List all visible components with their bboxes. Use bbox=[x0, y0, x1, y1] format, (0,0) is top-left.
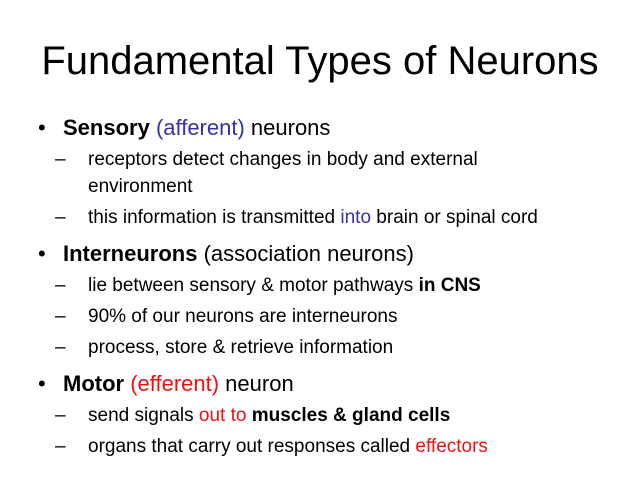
bullet-text: process, store & retrieve information bbox=[88, 334, 612, 361]
dash-icon: – bbox=[55, 306, 66, 327]
sub-bullet-effectors: – organs that carry out responses called… bbox=[55, 433, 612, 460]
text-segment: send signals bbox=[88, 405, 199, 426]
text-segment-in-cns: in CNS bbox=[418, 275, 481, 296]
text-segment: receptors detect changes in body and ext… bbox=[88, 149, 478, 197]
bullet-text: organs that carry out responses called e… bbox=[88, 433, 612, 460]
text-segment-muscles: muscles & gland cells bbox=[251, 405, 451, 426]
bullet-list: • Sensory (afferent) neurons – receptors… bbox=[0, 114, 640, 460]
sub-bullet-receptors: – receptors detect changes in body and e… bbox=[55, 146, 612, 200]
bullet-text: send signals out to muscles & gland cell… bbox=[88, 402, 612, 429]
sub-bullet-transmitted: – this information is transmitted into b… bbox=[55, 204, 612, 231]
bullet-icon: • bbox=[38, 371, 46, 396]
bullet-item-sensory: • Sensory (afferent) neurons bbox=[38, 114, 612, 142]
bullet-item-interneurons: • Interneurons (association neurons) bbox=[38, 240, 612, 268]
dash-icon: – bbox=[55, 337, 66, 358]
dash-icon: – bbox=[55, 436, 66, 457]
text-segment: Motor bbox=[63, 371, 131, 396]
dash-icon: – bbox=[55, 275, 66, 296]
text-segment: Interneurons bbox=[63, 241, 204, 266]
bullet-text: receptors detect changes in body and ext… bbox=[88, 146, 568, 200]
bullet-text: Motor (efferent) neuron bbox=[63, 370, 612, 398]
text-segment: brain or spinal cord bbox=[371, 207, 538, 228]
text-segment: Sensory bbox=[63, 115, 156, 140]
text-segment-into: into bbox=[340, 207, 372, 228]
bullet-text: lie between sensory & motor pathways in … bbox=[88, 272, 612, 299]
text-segment: (association neurons) bbox=[203, 241, 414, 266]
bullet-icon: • bbox=[38, 115, 46, 140]
bullet-text: 90% of our neurons are interneurons bbox=[88, 303, 612, 330]
bullet-item-motor: • Motor (efferent) neuron bbox=[38, 370, 612, 398]
text-segment: neurons bbox=[244, 115, 331, 140]
text-segment: this information is transmitted bbox=[88, 207, 341, 228]
text-segment-effectors: effectors bbox=[415, 436, 488, 457]
text-segment: lie between sensory & motor pathways bbox=[88, 275, 419, 296]
sub-bullet-ninety-percent: – 90% of our neurons are interneurons bbox=[55, 303, 612, 330]
text-segment: organs that carry out responses called bbox=[88, 436, 416, 457]
sub-bullet-process-store: – process, store & retrieve information bbox=[55, 334, 612, 361]
bullet-text: Interneurons (association neurons) bbox=[63, 240, 612, 268]
text-segment: process, store & retrieve information bbox=[88, 337, 394, 358]
text-segment: neuron bbox=[219, 371, 294, 396]
text-segment-efferent: (efferent) bbox=[130, 371, 220, 396]
bullet-text: this information is transmitted into bra… bbox=[88, 204, 612, 231]
sub-bullet-send-signals: – send signals out to muscles & gland ce… bbox=[55, 402, 612, 429]
sub-bullet-cns: – lie between sensory & motor pathways i… bbox=[55, 272, 612, 299]
dash-icon: – bbox=[55, 405, 66, 426]
text-segment-out-to: out to bbox=[198, 405, 252, 426]
text-segment-afferent: (afferent) bbox=[155, 115, 245, 140]
bullet-text: Sensory (afferent) neurons bbox=[63, 114, 612, 142]
text-segment: 90% of our neurons are interneurons bbox=[88, 306, 398, 327]
dash-icon: – bbox=[55, 149, 66, 170]
bullet-icon: • bbox=[38, 241, 46, 266]
slide-title: Fundamental Types of Neurons bbox=[41, 39, 599, 83]
dash-icon: – bbox=[55, 207, 66, 228]
